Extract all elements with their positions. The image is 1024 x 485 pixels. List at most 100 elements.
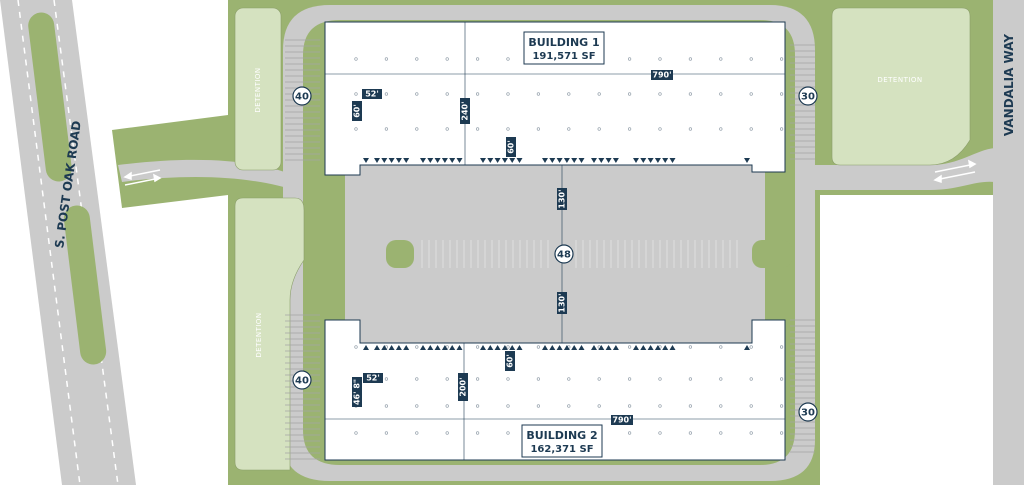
column-marker <box>476 127 480 131</box>
column-marker <box>749 127 753 131</box>
column-marker <box>567 127 571 131</box>
column-marker <box>506 431 510 435</box>
dock-door-icon <box>563 158 570 163</box>
column-marker <box>415 431 419 435</box>
svg-text:130': 130' <box>558 189 567 208</box>
dock-door-icon <box>744 345 750 350</box>
column-marker <box>719 431 723 435</box>
dimension-tag: 60' <box>352 101 362 121</box>
dock-door-icon <box>556 345 563 350</box>
column-marker <box>749 345 753 349</box>
column-marker <box>384 127 389 131</box>
column-marker <box>688 92 693 96</box>
dock-door-icon <box>403 345 410 350</box>
column-marker <box>627 431 632 435</box>
parking-stalls <box>285 39 815 460</box>
dimension-tag: 52' <box>362 89 382 99</box>
column-marker <box>688 127 693 131</box>
dock-door-icon <box>563 345 570 350</box>
column-marker <box>719 404 723 408</box>
svg-text:60': 60' <box>507 140 516 154</box>
column-marker <box>506 377 510 381</box>
center-parking-stalls <box>421 240 738 268</box>
dock-door-icon <box>578 158 585 163</box>
column-marker <box>476 92 480 96</box>
column-marker <box>719 127 723 131</box>
column-marker <box>749 404 753 408</box>
svg-text:200': 200' <box>459 377 468 396</box>
dimension-tag: 790' <box>651 70 673 80</box>
column-marker <box>658 404 662 408</box>
dock-door-icon <box>480 345 486 350</box>
column-marker <box>567 92 571 96</box>
dock-door-icon <box>374 345 380 350</box>
svg-text:191,571 SF: 191,571 SF <box>532 51 595 62</box>
dock-door-icon <box>381 158 388 163</box>
column-marker <box>445 57 449 61</box>
svg-text:130': 130' <box>558 293 567 312</box>
column-marker <box>567 404 571 408</box>
svg-text:790': 790' <box>652 71 671 80</box>
column-marker <box>597 92 601 96</box>
dock-door-icon <box>363 158 369 163</box>
column-marker <box>354 431 358 435</box>
dock-door-icon <box>591 345 597 350</box>
dock-door-icon <box>487 345 494 350</box>
column-marker <box>445 404 449 408</box>
dock-door-icon <box>556 158 563 163</box>
truck-court-island <box>386 240 414 268</box>
column-marker <box>749 92 753 96</box>
column-marker <box>354 127 358 131</box>
dock-door-icon <box>427 345 434 350</box>
dock-door-icon <box>516 158 523 163</box>
column-marker <box>506 57 510 61</box>
dock-door-icon <box>427 158 434 163</box>
dock-door-icon <box>654 158 661 163</box>
svg-text:BUILDING 2: BUILDING 2 <box>526 429 597 442</box>
dock-door-icon <box>542 345 548 350</box>
column-marker <box>688 57 693 61</box>
column-marker <box>415 345 419 349</box>
column-marker <box>354 345 358 349</box>
column-marker <box>688 377 693 381</box>
dock-door-icon <box>571 345 578 350</box>
column-marker <box>779 57 784 61</box>
dock-door-icon <box>494 345 501 350</box>
dock-door-icon <box>395 158 402 163</box>
dimension-tag: 240' <box>460 98 470 124</box>
column-marker <box>627 127 632 131</box>
dock-door-icon <box>381 345 388 350</box>
dock-door-icon <box>549 158 556 163</box>
column-marker <box>658 431 662 435</box>
svg-text:40: 40 <box>295 92 309 103</box>
column-marker <box>384 57 389 61</box>
dock-door-icon <box>571 158 578 163</box>
dock-door-icon <box>549 345 556 350</box>
dock-door-icon <box>434 345 441 350</box>
dimension-tag: 200' <box>458 373 468 401</box>
building-2 <box>324 319 786 461</box>
svg-text:162,371 SF: 162,371 SF <box>530 444 593 455</box>
dock-door-icon <box>612 345 619 350</box>
dock-door-icon <box>388 345 395 350</box>
dock-door-icon <box>633 158 639 163</box>
column-marker <box>779 377 784 381</box>
two-way-arrow-icon <box>123 169 162 186</box>
column-marker <box>354 57 358 61</box>
column-marker <box>384 92 389 96</box>
dock-door-icon <box>669 345 676 350</box>
svg-text:790': 790' <box>612 416 631 425</box>
dock-door-icon <box>605 158 612 163</box>
dimension-tag: 60' <box>506 137 516 157</box>
column-marker <box>476 57 480 61</box>
dimension-tag: 52' <box>363 373 383 383</box>
dock-door-icon <box>612 158 619 163</box>
svg-text:30: 30 <box>801 408 815 419</box>
column-marker <box>627 345 632 349</box>
dimension-tag: 130' <box>557 292 567 314</box>
dock-door-icon <box>456 345 463 350</box>
svg-text:48: 48 <box>557 250 571 261</box>
column-marker <box>415 404 419 408</box>
column-marker <box>658 57 662 61</box>
